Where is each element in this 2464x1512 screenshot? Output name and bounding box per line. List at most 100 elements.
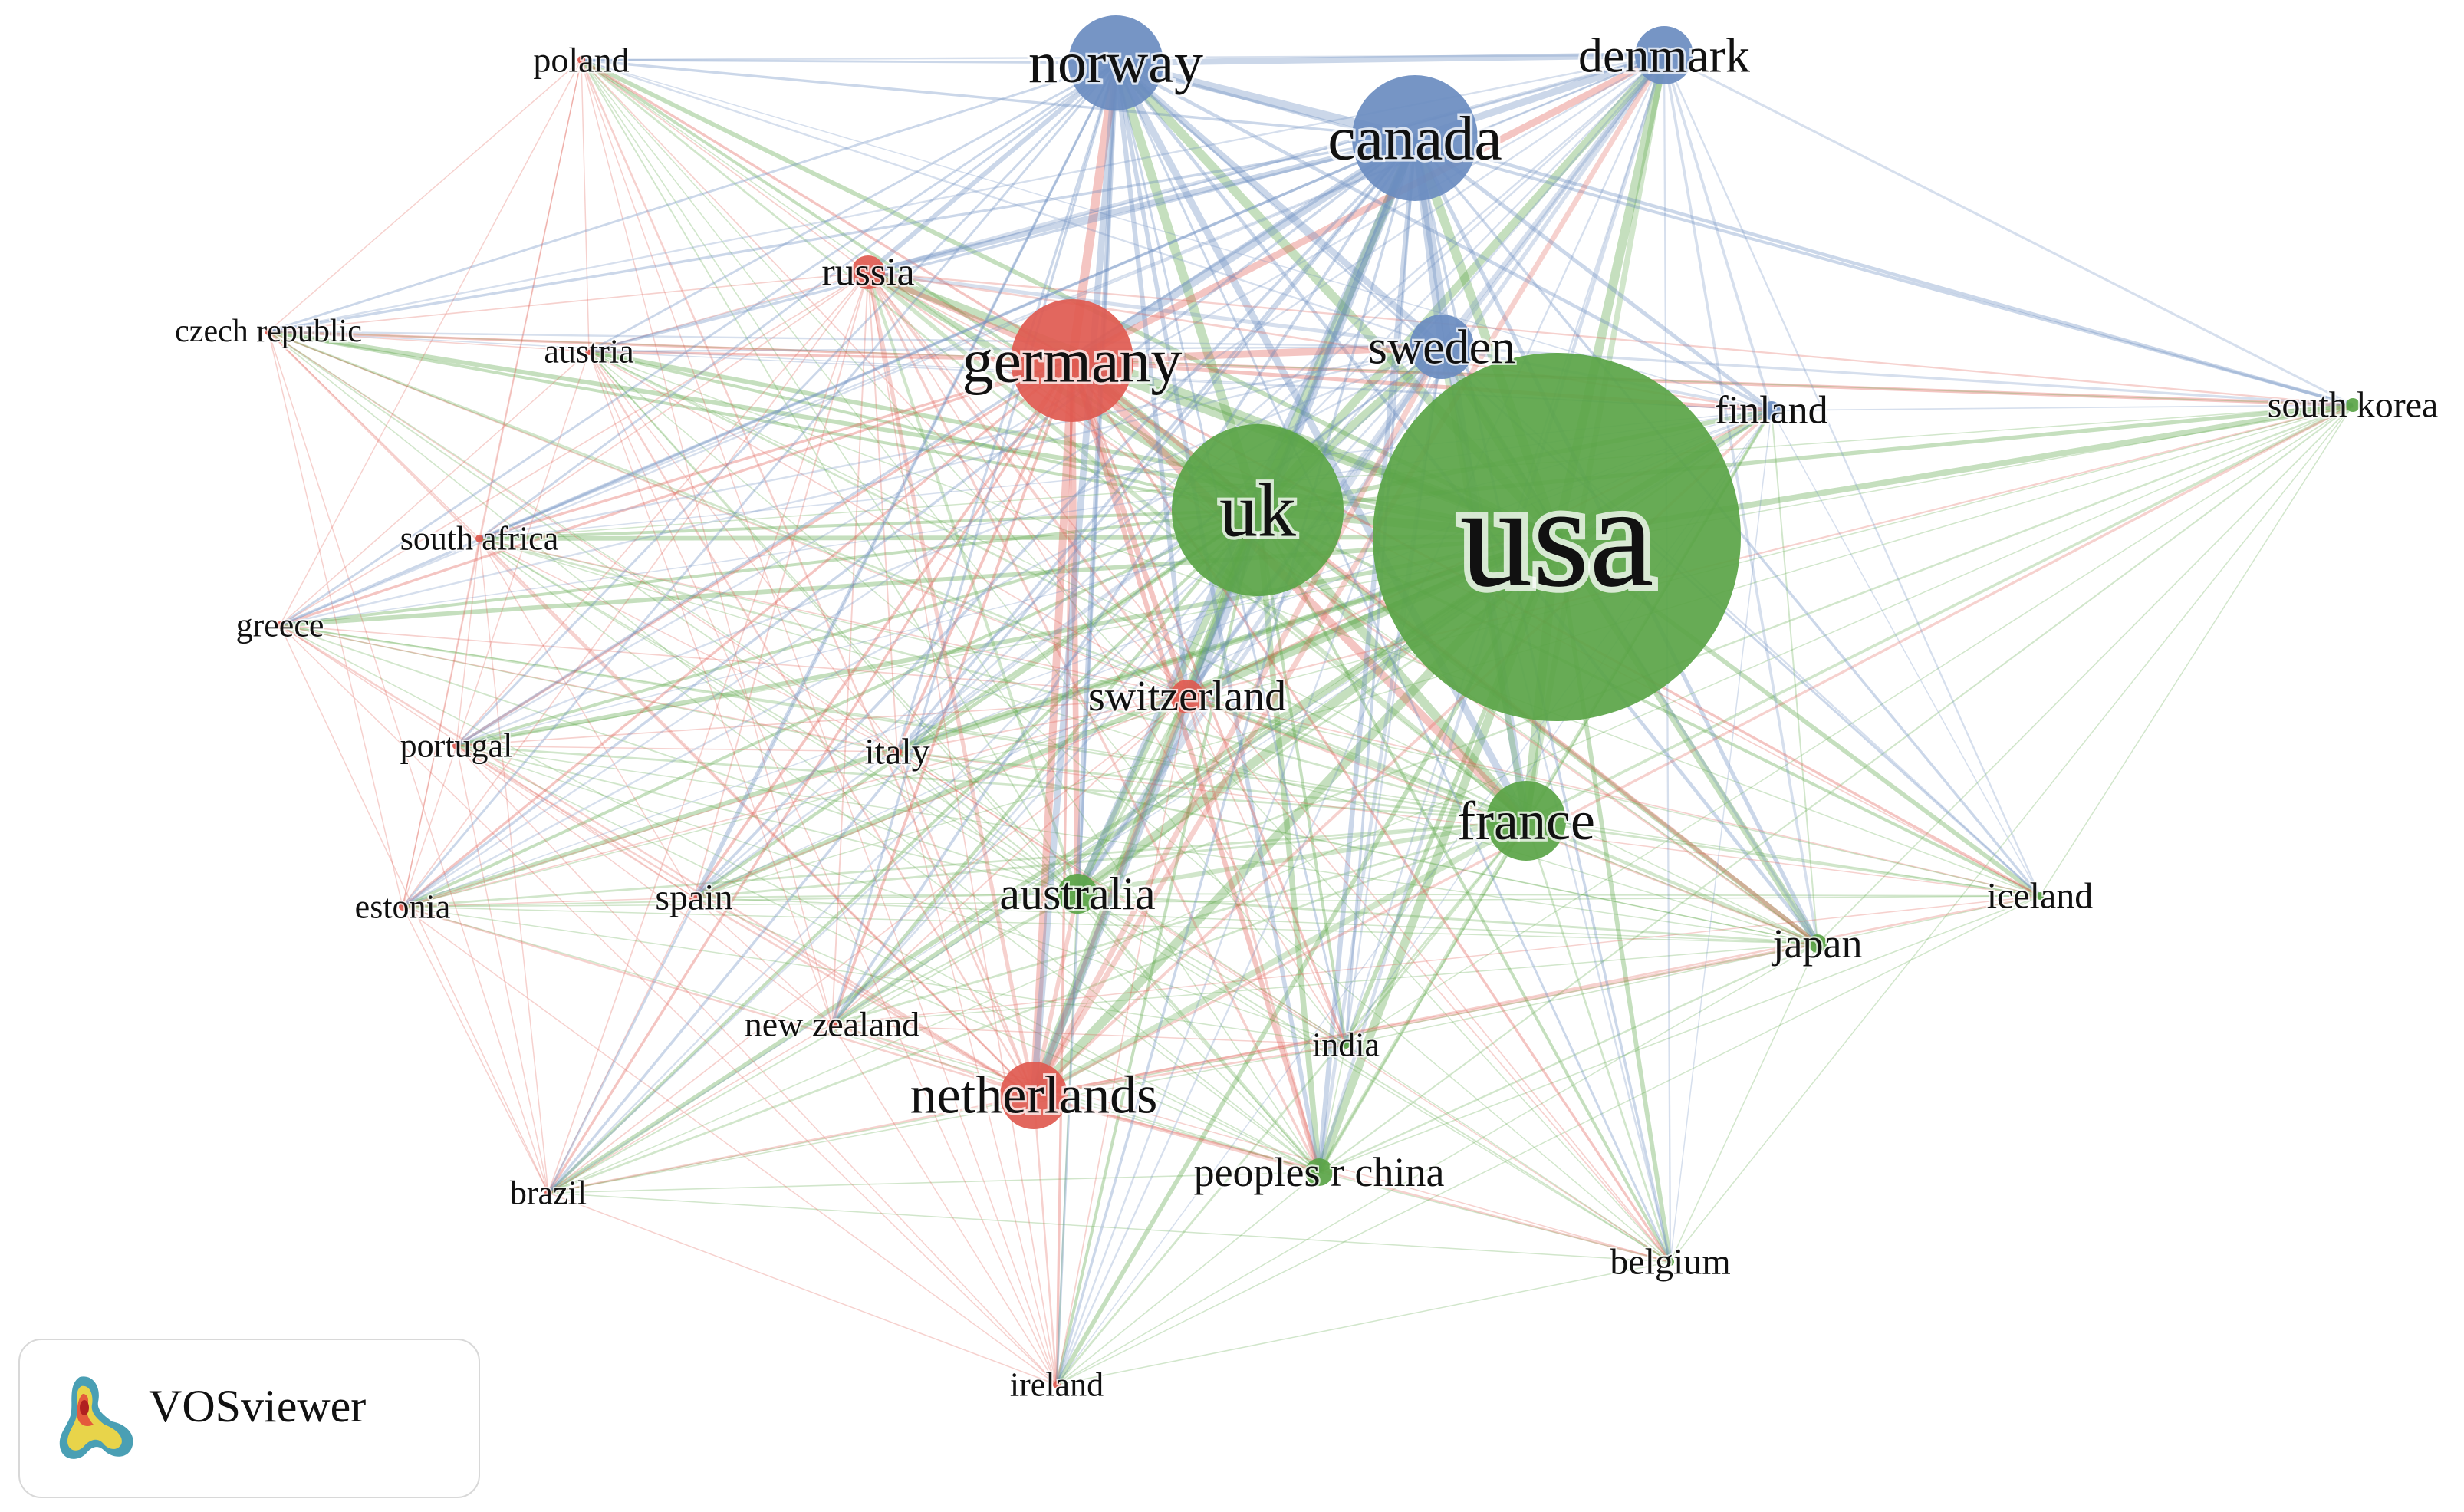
edge-uk-new_zealand — [831, 509, 1259, 1026]
edge-spain-south_africa — [479, 538, 695, 898]
edge-peoples_r_china-south_africa — [479, 538, 1320, 1173]
edge-netherlands-spain — [693, 896, 1035, 1097]
edge-netherlands-switzerland — [1031, 696, 1189, 1096]
node-switzerland[interactable] — [1170, 680, 1204, 713]
edge-austria-greece — [279, 351, 590, 626]
node-italy[interactable] — [893, 747, 902, 756]
edge-denmark-finland — [1663, 54, 1773, 411]
edge-south_korea-netherlands — [1033, 404, 2354, 1097]
edge-germany-new_zealand — [831, 360, 1074, 1025]
edge-poland-sweden — [581, 58, 1443, 348]
node-finland[interactable] — [1762, 401, 1781, 420]
edge-france-belgium — [1525, 820, 1672, 1263]
edge-russia-new_zealand — [831, 272, 869, 1025]
edge-france-australia — [1077, 818, 1527, 897]
edge-switzerland-czech_republic — [268, 331, 1188, 697]
edge-russia-canada — [867, 135, 1416, 275]
node-label-australia: australia — [999, 868, 1155, 919]
edge-netherlands-norway — [1030, 62, 1120, 1096]
node-new-zealand[interactable] — [827, 1020, 837, 1029]
edge-japan-spain — [693, 897, 1818, 944]
edge-australia-ireland — [1056, 893, 1078, 1385]
edge-netherlands-austria — [587, 351, 1035, 1096]
edge-australia-sweden — [1075, 345, 1444, 895]
edge-norway-finland — [1114, 61, 1773, 412]
node-russia[interactable] — [851, 255, 885, 289]
node-japan[interactable] — [1808, 934, 1827, 953]
edge-iceland-finland — [1771, 410, 2041, 897]
edge-new_zealand-brazil — [548, 1023, 833, 1194]
edge-estonia-brazil — [402, 906, 549, 1194]
edge-south_korea-canada — [1414, 136, 2354, 407]
edge-belgium-switzerland — [1186, 696, 1671, 1263]
node-norway[interactable] — [1068, 15, 1163, 110]
edge-australia-peoples_r_china — [1076, 892, 1321, 1174]
edge-japan-ireland — [1056, 943, 1818, 1385]
edge-japan-iceland — [1817, 895, 2041, 944]
node-denmark[interactable] — [1635, 26, 1693, 84]
edge-australia-india — [1077, 893, 1347, 1046]
node-germany[interactable] — [1011, 299, 1133, 422]
node-brazil[interactable] — [544, 1189, 552, 1197]
node-south-korea[interactable] — [2346, 398, 2360, 412]
edge-uk-denmark — [1254, 52, 1668, 513]
edge-netherlands-south_africa — [479, 538, 1035, 1096]
edge-belgium-india — [1345, 1044, 1671, 1263]
edge-south_africa-brazil — [479, 538, 549, 1194]
edge-russia-italy — [867, 272, 898, 753]
node-usa[interactable] — [1373, 353, 1741, 721]
edge-russia-portugal — [456, 272, 869, 746]
node-austria[interactable] — [585, 348, 593, 355]
node-spain[interactable] — [689, 893, 699, 902]
node-france[interactable] — [1486, 781, 1566, 861]
edge-belgium-germany — [1071, 360, 1672, 1263]
edge-uk-austria — [588, 350, 1258, 512]
edge-netherlands-czech_republic — [268, 331, 1035, 1096]
node-czech-republic[interactable] — [265, 328, 272, 335]
edge-peoples_r_china-poland — [581, 59, 1320, 1173]
edge-new_zealand-austria — [588, 351, 833, 1025]
edge-portugal-sweden — [456, 345, 1443, 747]
edge-italy-czech_republic — [268, 331, 898, 753]
edge-uk-japan — [1256, 508, 1819, 946]
edge-greece-sweden — [279, 345, 1443, 627]
node-iceland[interactable] — [2036, 892, 2044, 900]
node-south-africa[interactable] — [475, 535, 483, 542]
edge-belgium-new_zealand — [831, 1023, 1671, 1263]
edge-france-peoples_r_china — [1317, 819, 1528, 1174]
node-greece[interactable] — [276, 621, 284, 629]
node-poland[interactable] — [577, 56, 585, 64]
edge-new_zealand-ireland — [831, 1023, 1058, 1385]
edge-belgium-brazil — [548, 1192, 1671, 1263]
node-belgium[interactable] — [1666, 1258, 1674, 1266]
node-sweden[interactable] — [1410, 315, 1474, 379]
edge-australia-germany — [1069, 360, 1081, 894]
vosviewer-label: VOSviewer — [149, 1381, 367, 1431]
edge-japan-india — [1345, 943, 1818, 1046]
edge-france-germany — [1069, 357, 1529, 824]
edge-italy-portugal — [456, 745, 898, 753]
edge-japan-south_korea — [1817, 404, 2354, 944]
node-netherlands[interactable] — [1000, 1062, 1068, 1129]
edge-france-poland — [581, 58, 1527, 822]
node-uk[interactable] — [1172, 424, 1344, 596]
node-peoples-r-china[interactable] — [1305, 1158, 1333, 1186]
node-india[interactable] — [1342, 1041, 1350, 1049]
edge-spain-sweden — [693, 345, 1443, 899]
edge-australia-austria — [588, 351, 1078, 894]
edge-germany-netherlands — [1030, 360, 1076, 1096]
edge-germany-spain — [692, 359, 1074, 899]
edge-switzerland-austria — [588, 351, 1188, 697]
edge-south_korea-sweden — [1441, 345, 2354, 407]
node-canada[interactable] — [1352, 75, 1478, 201]
node-ireland[interactable] — [1053, 1381, 1061, 1388]
edge-germany-czech_republic — [268, 330, 1073, 362]
edge-russia-sweden — [867, 270, 1443, 349]
node-australia[interactable] — [1058, 874, 1097, 914]
node-estonia[interactable] — [399, 903, 406, 911]
edge-uk-spain — [692, 509, 1259, 899]
edge-india-brazil — [548, 1044, 1347, 1194]
node-portugal[interactable] — [452, 742, 460, 749]
node-label-czech-republic: czech republic — [175, 314, 362, 349]
